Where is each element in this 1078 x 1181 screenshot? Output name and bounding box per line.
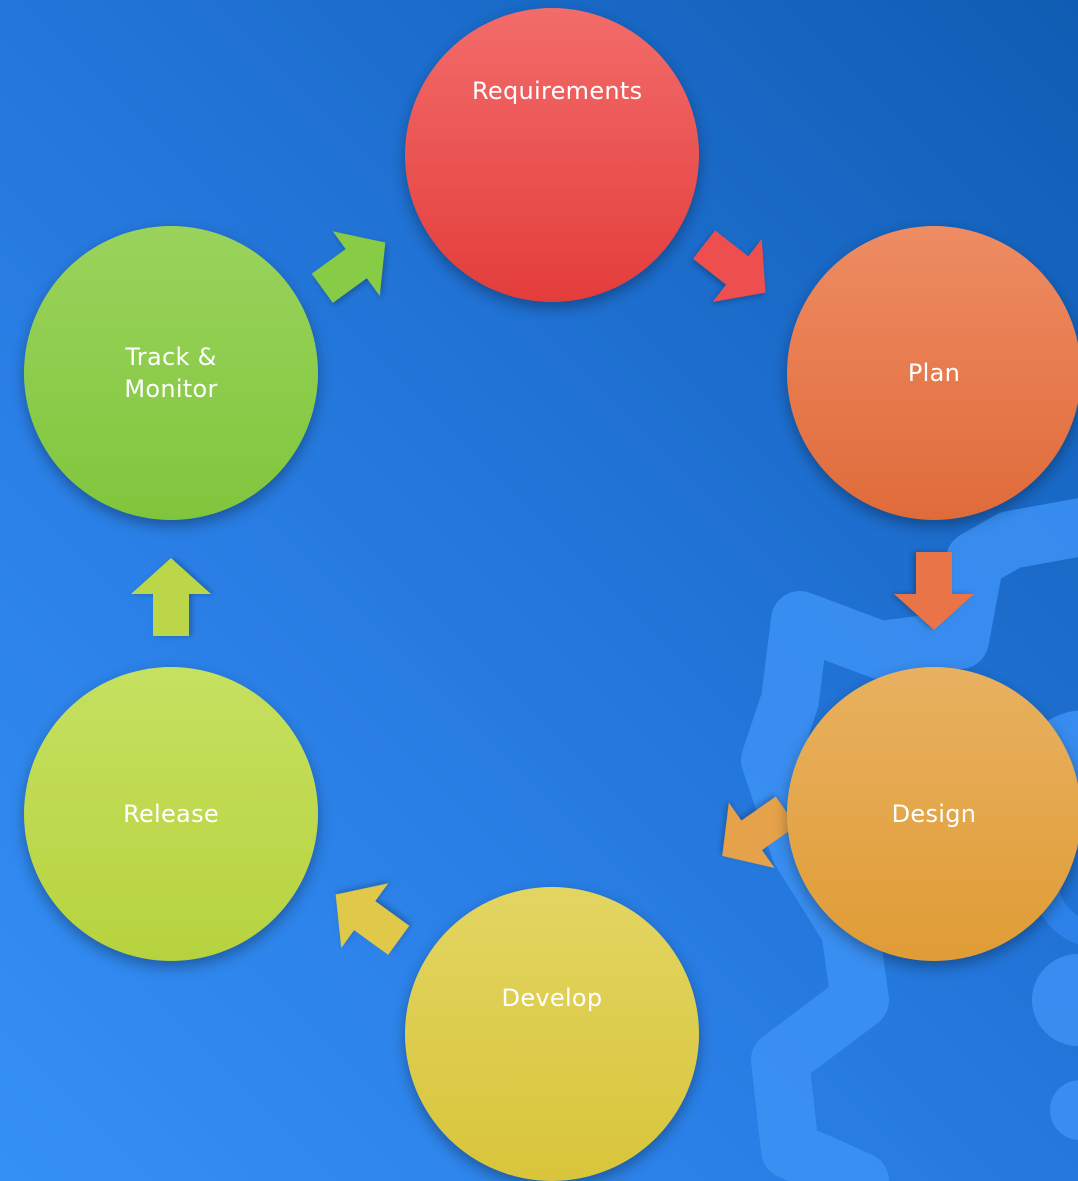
node-label-design: Design xyxy=(891,800,977,828)
node-label-release: Release xyxy=(123,800,219,828)
arrow-track-to-requirements xyxy=(311,231,386,303)
node-label-requirements: Requirements xyxy=(472,77,643,105)
node-label-develop: Develop xyxy=(501,984,603,1012)
arrow-requirements-to-plan xyxy=(692,230,766,302)
node-label-plan: Plan xyxy=(907,359,961,387)
node-develop: Develop xyxy=(405,887,699,1181)
node-label-track-monitor: Track & Monitor xyxy=(124,343,218,403)
node-design: Design xyxy=(787,667,1078,961)
arrow-design-to-develop xyxy=(722,796,797,869)
arrow-develop-to-release xyxy=(335,883,410,955)
node-track-monitor: Track & Monitor xyxy=(24,226,318,520)
node-requirements: Requirements xyxy=(405,8,699,302)
node-plan: Plan xyxy=(787,226,1078,520)
arrow-release-to-track xyxy=(131,558,211,636)
node-release: Release xyxy=(24,667,318,961)
arrow-plan-to-design xyxy=(894,552,974,630)
